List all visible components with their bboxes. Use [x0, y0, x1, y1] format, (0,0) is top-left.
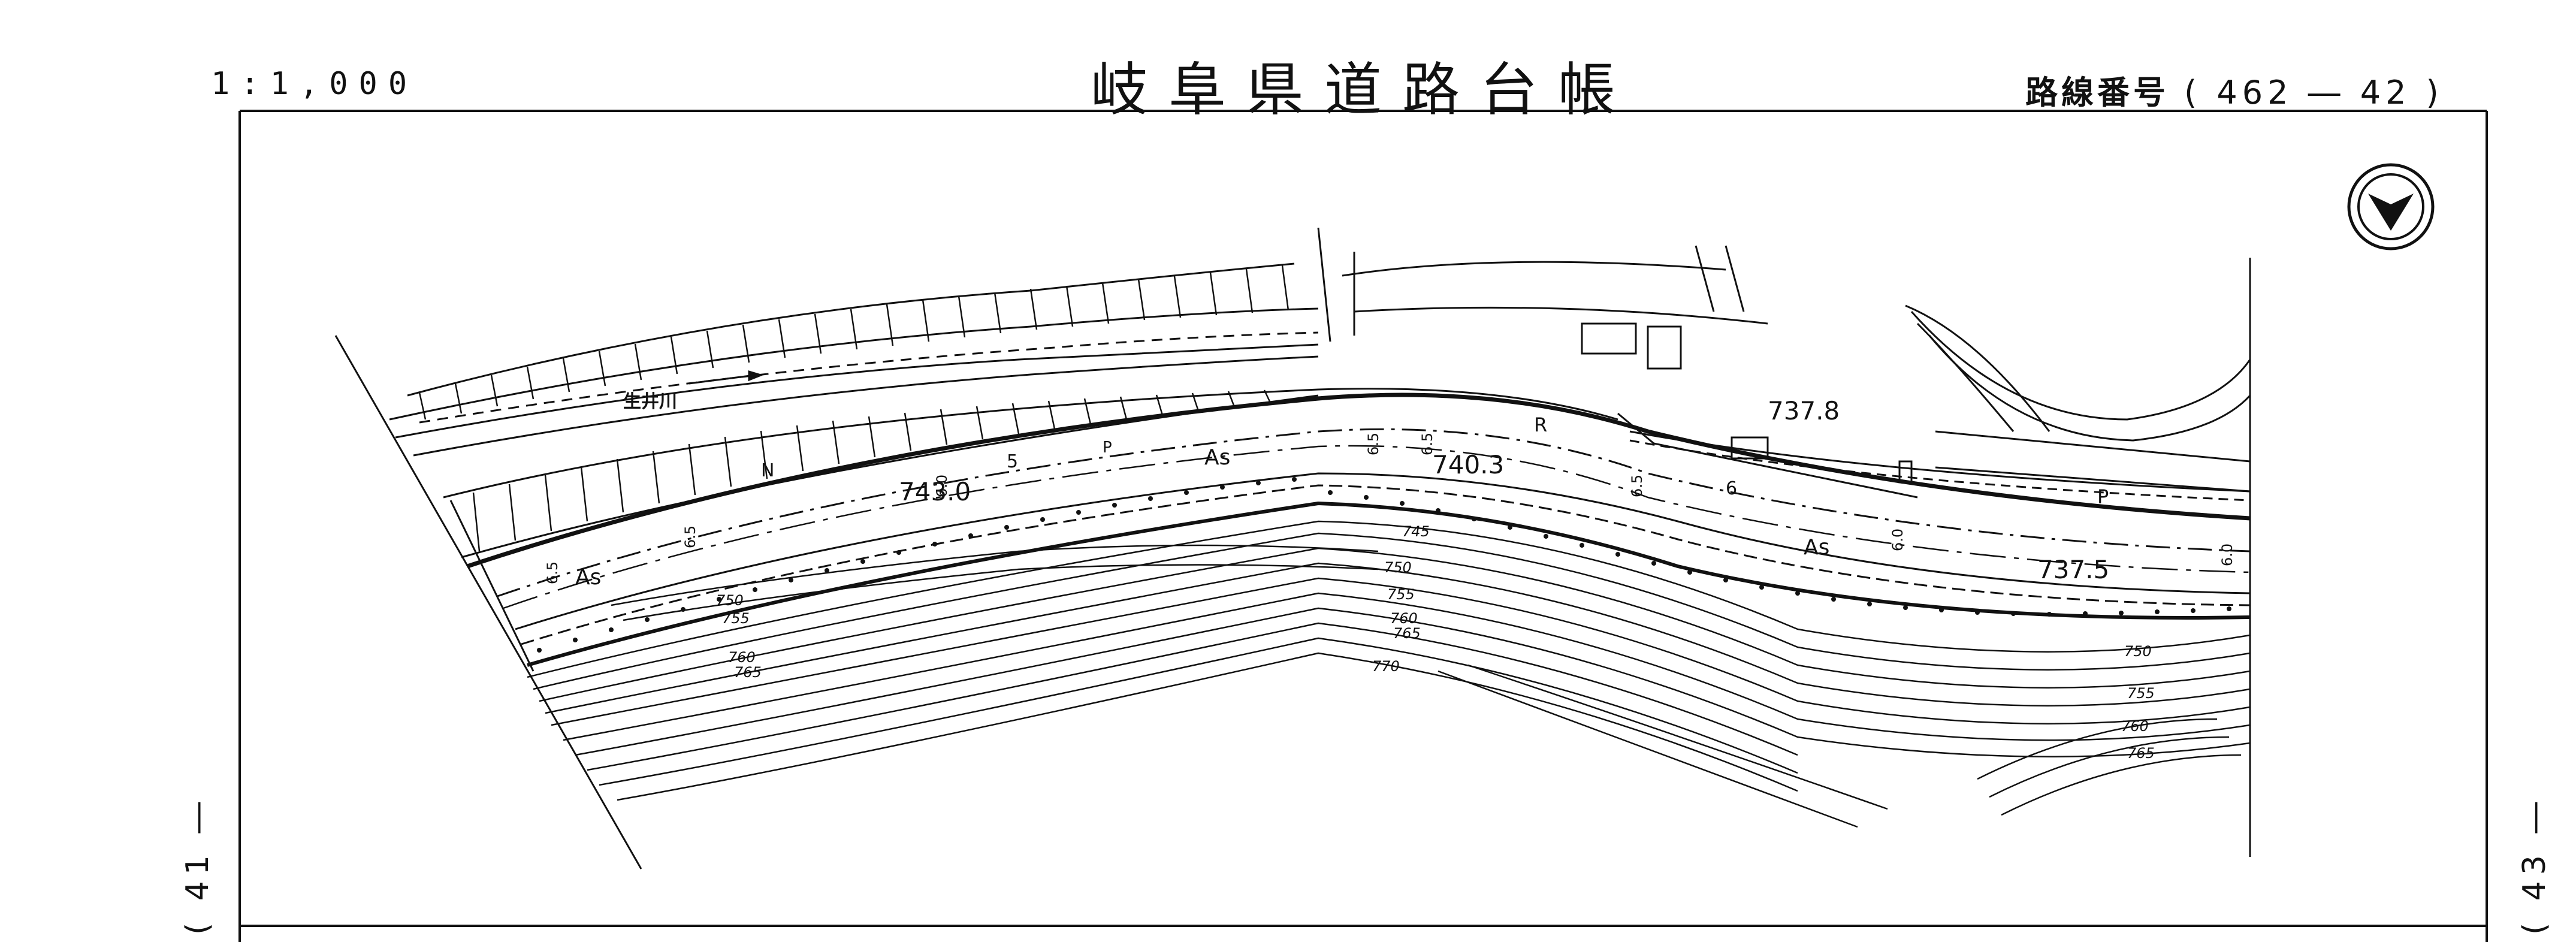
elevation-2: 740.3	[1432, 450, 1504, 479]
svg-text:765: 765	[734, 664, 762, 681]
svg-text:765: 765	[2127, 745, 2155, 762]
svg-text:755: 755	[2127, 685, 2155, 702]
embankment-north	[389, 262, 1319, 424]
svg-text:755: 755	[722, 610, 750, 627]
svg-text:750: 750	[2124, 643, 2152, 660]
river-ikuigawa	[395, 343, 1319, 457]
river-label: 生井川	[623, 391, 677, 412]
contour-lines	[527, 520, 2251, 828]
route-number: 路線番号 ( 462 ― 42 )	[2025, 66, 2444, 113]
marker-p: P	[2097, 485, 2109, 508]
svg-text:745: 745	[1402, 523, 1430, 540]
width-mark-6: 6.5	[1629, 475, 1645, 497]
elevation-4: 737.5	[2037, 555, 2109, 584]
width-mark-4: 6.5	[1365, 433, 1382, 455]
road-centerline	[503, 445, 2251, 609]
width-mark-9: 6	[1726, 478, 1737, 499]
road-prefectural-462	[466, 393, 2251, 667]
map-frame	[238, 110, 2488, 942]
width-mark-10: 5	[1007, 451, 1018, 472]
svg-text:755: 755	[1387, 586, 1415, 603]
surface-label-1: As	[575, 565, 601, 590]
svg-text:760: 760	[2121, 718, 2149, 735]
route-value: ( 462 ― 42 )	[2184, 74, 2444, 111]
marker-p-small: P	[1103, 439, 1112, 457]
width-mark-8: 6.0	[2219, 544, 2236, 566]
route-label: 路線番号	[2025, 74, 2169, 111]
page-title: 岐阜県道路台帳	[1091, 56, 1636, 123]
width-mark-3: 6.0	[934, 475, 950, 497]
svg-text:765: 765	[1393, 625, 1421, 642]
width-mark-1: 6.5	[544, 561, 561, 584]
marker-r: R	[1534, 413, 1547, 436]
north-arrow-icon	[2347, 163, 2435, 250]
svg-text:770: 770	[1372, 658, 1400, 675]
road-shoulder-dots	[537, 477, 2231, 653]
section-boundary	[334, 335, 642, 869]
width-mark-7: 6.0	[1889, 529, 1906, 551]
map-scale: 1:1,000	[211, 66, 418, 102]
width-mark-5: 6.5	[1419, 433, 1436, 455]
svg-text:750: 750	[716, 592, 744, 609]
contour-labels: 750 755 760 765 745 750 755 760 765 770 …	[716, 523, 2155, 762]
svg-text:750: 750	[1384, 559, 1412, 576]
surface-label-2: As	[1204, 445, 1230, 470]
elevation-3: 737.8	[1768, 396, 1840, 425]
svg-text:760: 760	[1390, 610, 1418, 627]
surface-label-3: As	[1804, 535, 1829, 560]
width-mark-2: 6.5	[682, 526, 699, 548]
svg-text:760: 760	[728, 649, 756, 666]
structures-northeast	[1317, 227, 2251, 499]
marker-n: N	[761, 460, 774, 481]
elevation-1: 743.0	[899, 477, 971, 506]
